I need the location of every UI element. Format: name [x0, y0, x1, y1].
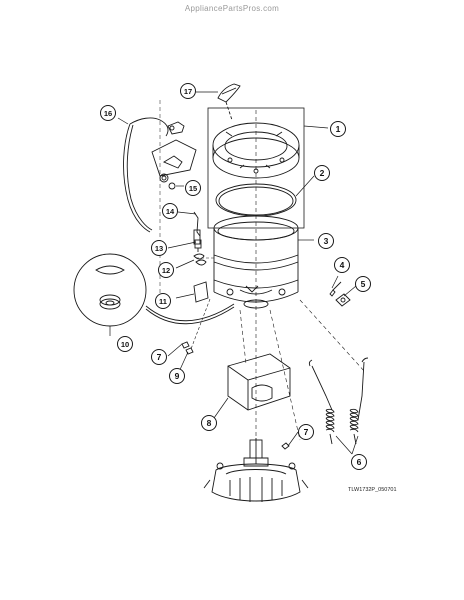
callout-number: 7 — [304, 427, 309, 437]
callout-number: 7 — [157, 352, 162, 362]
callout-number: 6 — [357, 457, 362, 467]
callout-circle — [330, 121, 346, 137]
callout-circle — [185, 180, 201, 196]
suspension-rod-part — [308, 357, 369, 421]
callout-circle — [314, 165, 330, 181]
callout-c14: 14 — [162, 203, 178, 219]
callout-circle — [162, 203, 178, 219]
callout-c7a: 7 — [151, 349, 167, 365]
pressure-tube-part — [193, 211, 201, 245]
callout-c7b: 7 — [298, 424, 314, 440]
callout-number: 9 — [175, 371, 180, 381]
callout-number: 11 — [159, 297, 167, 306]
leader-lines — [109, 91, 359, 455]
callout-circle — [100, 105, 116, 121]
screw-part — [181, 341, 194, 355]
callout-c3: 3 — [318, 233, 334, 249]
callout-circle — [155, 293, 171, 309]
diagram-code-label: TLW1732P_050701 — [348, 487, 397, 493]
callout-circle — [201, 415, 217, 431]
callout-number: 5 — [361, 279, 366, 289]
callout-circle — [318, 233, 334, 249]
cap-part — [335, 293, 351, 307]
callout-c6: 6 — [351, 454, 367, 470]
callout-number: 3 — [324, 236, 329, 246]
callout-circle — [169, 368, 185, 384]
clip-part — [193, 253, 207, 266]
callout-number: 13 — [155, 244, 163, 253]
callout-c16: 16 — [100, 105, 116, 121]
rod-clip-part — [329, 281, 342, 297]
callout-number: 17 — [184, 87, 192, 96]
callout-number: 4 — [340, 260, 345, 270]
callout-circle — [351, 454, 367, 470]
callout-number: 2 — [320, 168, 325, 178]
hose-part — [217, 83, 241, 121]
callout-c12: 12 — [158, 262, 174, 278]
bracket-part — [151, 121, 197, 190]
callout-c10: 10 — [117, 336, 133, 352]
callout-c13: 13 — [151, 240, 167, 256]
callout-circle — [151, 349, 167, 365]
detail-circle — [73, 253, 235, 327]
callout-circle — [334, 257, 350, 273]
callout-c11: 11 — [155, 293, 171, 309]
fitting-part — [194, 239, 202, 252]
shield-part — [227, 353, 291, 411]
callout-number: 10 — [121, 340, 129, 349]
callout-number: 12 — [162, 266, 170, 275]
callout-circle — [298, 424, 314, 440]
tag-part — [193, 281, 209, 303]
callout-c2: 2 — [314, 165, 330, 181]
watermark-text: AppliancePartsPros.com — [184, 4, 280, 13]
callout-c1: 1 — [330, 121, 346, 137]
callout-number: 16 — [104, 109, 112, 118]
callout-c15: 15 — [185, 180, 201, 196]
callout-c9: 9 — [169, 368, 185, 384]
screw-part-lower — [281, 442, 290, 450]
callout-circle — [117, 336, 133, 352]
transmission-part — [203, 438, 309, 502]
callout-circle — [180, 83, 196, 99]
callout-circle — [158, 262, 174, 278]
callout-number: 15 — [189, 184, 197, 193]
callout-number: 1 — [336, 124, 341, 134]
callout-c17: 17 — [180, 83, 196, 99]
callout-number: 8 — [207, 418, 212, 428]
fill-hose-part — [123, 117, 169, 233]
callout-number: 14 — [166, 207, 175, 216]
spring-part — [325, 408, 359, 445]
callout-c8: 8 — [201, 415, 217, 431]
callout-circle — [151, 240, 167, 256]
callout-circle — [355, 276, 371, 292]
callout-c4: 4 — [334, 257, 350, 273]
callout-c5: 5 — [355, 276, 371, 292]
